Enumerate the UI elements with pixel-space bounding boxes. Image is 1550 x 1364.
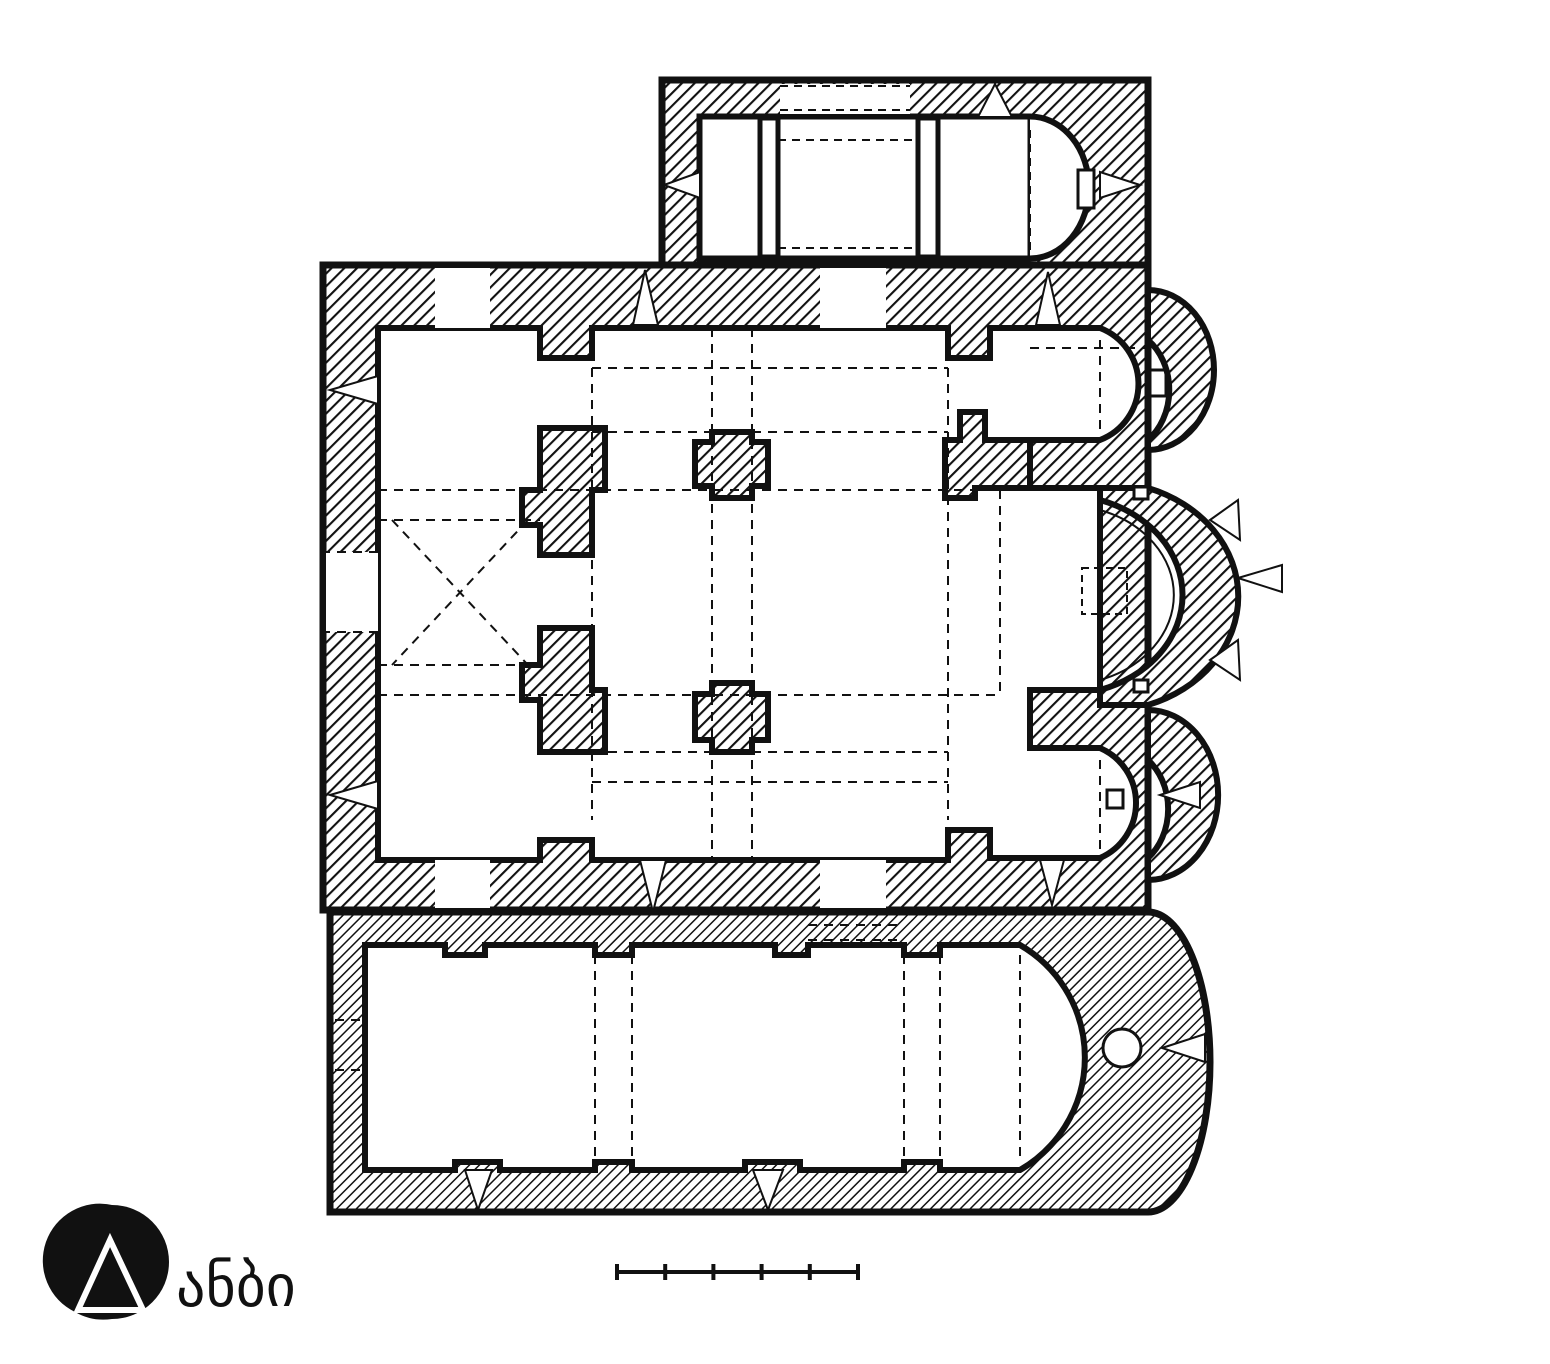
south-chapel (326, 908, 1214, 1216)
logo-text: ანბი (176, 1252, 296, 1320)
north-chapel (658, 76, 1152, 276)
logo-mark-icon (112, 1205, 169, 1319)
main-church (319, 261, 1168, 914)
eastern-apses (1081, 286, 1283, 884)
scale-bar (615, 1264, 860, 1280)
logo: ანბი (42, 1203, 296, 1320)
